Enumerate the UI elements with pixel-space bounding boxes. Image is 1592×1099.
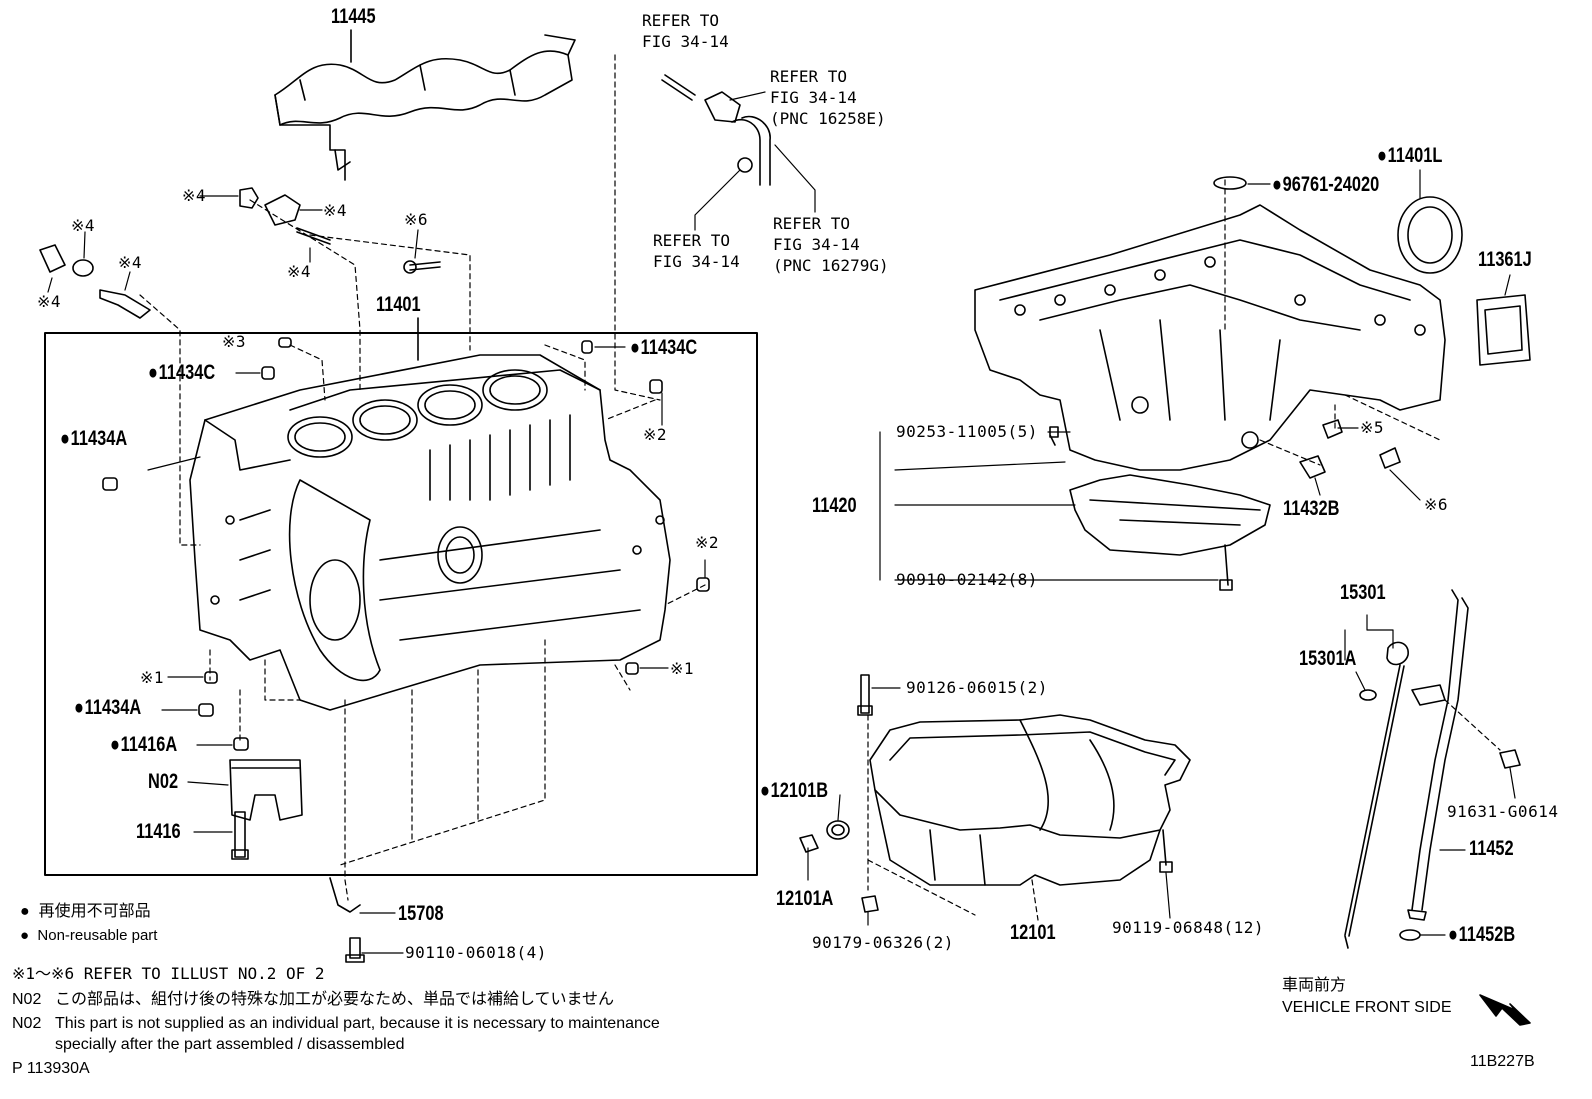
part-label-15301[interactable]: 15301	[1340, 581, 1386, 604]
oil-pan-upper-smallparts	[1213, 176, 1531, 479]
oil-pan-lower-leaders	[807, 687, 1171, 926]
ref-marker-4d: ※4	[118, 253, 143, 272]
ref-marker-4b: ※4	[323, 201, 348, 220]
part-label-91631[interactable]: 91631-G0614	[1447, 802, 1559, 821]
block-group-frame	[44, 332, 758, 876]
legend-jp-text: 再使用不可部品	[38, 903, 151, 920]
ref-marker-2a: ※2	[643, 425, 668, 444]
figure-code: 11B227B	[1470, 1053, 1535, 1070]
front-arrow-icon	[1479, 994, 1531, 1026]
oil-pan-lower-dashed	[867, 714, 1039, 921]
top-studs	[39, 187, 441, 319]
part-label-12101b[interactable]: 12101B	[760, 780, 828, 801]
dipstick-dashed	[1444, 699, 1501, 751]
part-label-11416[interactable]: 11416	[136, 820, 181, 843]
refer-to-fig-16279g[interactable]: REFER TO FIG 34-14 (PNC 16279G)	[773, 214, 889, 275]
non-reusable-dot-icon: ●	[20, 927, 30, 944]
legend-en: ● Non-reusable part	[20, 926, 157, 946]
ref-marker-3: ※3	[222, 332, 247, 351]
n02-note-en-line2: specially after the part assembled / dis…	[55, 1036, 405, 1053]
part-label-11361j[interactable]: 11361J	[1478, 248, 1532, 271]
part-label-90110[interactable]: 90110-06018(4)	[405, 943, 547, 962]
n02-note-jp: この部品は、組付け後の特殊な加工が必要なため、単品では補給していません	[55, 991, 615, 1008]
part-label-11401l[interactable]: 11401L	[1377, 145, 1443, 166]
ref-marker-1a: ※1	[140, 668, 165, 687]
insulator-11445-drawing	[274, 34, 576, 181]
oil-pan-upper-drawing	[974, 204, 1446, 591]
part-label-11452b[interactable]: 11452B	[1448, 924, 1515, 945]
vehicle-front-jp: 車両前方	[1282, 977, 1347, 994]
cylinder-block-drawing	[189, 354, 671, 711]
part-label-11434c-left[interactable]: 11434C	[148, 362, 215, 383]
non-reusable-dot-icon: ●	[20, 903, 30, 920]
part-label-11445[interactable]: 11445	[331, 5, 376, 28]
part-label-11434a-top[interactable]: 11434A	[60, 428, 127, 449]
illustration-number: P 113930A	[12, 1060, 90, 1077]
vehicle-front-en: VEHICLE FRONT SIDE	[1282, 999, 1452, 1016]
part-label-11434c-right[interactable]: 11434C	[630, 337, 697, 358]
ref-marker-4a: ※4	[182, 186, 207, 205]
part-label-90253[interactable]: 90253-11005(5)	[896, 422, 1038, 441]
block-small-parts	[102, 337, 710, 963]
part-label-15708[interactable]: 15708	[398, 902, 444, 925]
dipstick-drawing	[1344, 589, 1521, 949]
ref-marker-6a: ※6	[404, 210, 429, 229]
ref-marker-2b: ※2	[695, 533, 720, 552]
part-label-90119[interactable]: 90119-06848(12)	[1112, 918, 1264, 937]
block-leaders	[47, 195, 706, 954]
part-label-90179[interactable]: 90179-06326(2)	[812, 933, 954, 952]
part-label-n02[interactable]: N02	[148, 770, 179, 793]
n02-code-en: N02	[12, 1015, 42, 1032]
part-label-11434a-bottom[interactable]: 11434A	[74, 697, 141, 718]
refer-leaders	[694, 91, 816, 231]
oil-pan-lower-drawing	[799, 674, 1191, 913]
part-label-11420[interactable]: 11420	[812, 494, 857, 517]
part-label-90126[interactable]: 90126-06015(2)	[906, 678, 1048, 697]
oil-pan-upper-leaders	[879, 169, 1511, 581]
n02-code-jp: N02	[12, 991, 42, 1008]
refer-parts	[661, 74, 771, 186]
n02-note-en-line1: This part is not supplied as an individu…	[55, 1015, 660, 1032]
refer-to-fig-16258e[interactable]: REFER TO FIG 34-14 (PNC 16258E)	[770, 67, 886, 128]
part-label-12101[interactable]: 12101	[1010, 921, 1056, 944]
part-label-15301a[interactable]: 15301A	[1299, 647, 1357, 670]
oil-pan-upper-dashed	[1224, 179, 1441, 466]
legend-jp: ● 再使用不可部品	[20, 902, 151, 923]
part-label-90910[interactable]: 90910-02142(8)	[896, 570, 1038, 589]
ref-marker-5: ※5	[1360, 418, 1385, 437]
ref-marker-4e: ※4	[287, 262, 312, 281]
refer-to-fig-top[interactable]: REFER TO FIG 34-14	[642, 11, 729, 51]
install-dashed-lines	[139, 54, 706, 901]
part-label-11401[interactable]: 11401	[376, 293, 421, 316]
ref-marker-4f: ※4	[37, 292, 62, 311]
ref-marker-4c: ※4	[71, 216, 96, 235]
part-label-12101a[interactable]: 12101A	[776, 887, 834, 910]
ref-marker-6b: ※6	[1424, 495, 1449, 514]
dipstick-leaders	[1344, 614, 1516, 936]
part-label-11452[interactable]: 11452	[1469, 837, 1514, 860]
refer-all-note: ※1～※6 REFER TO ILLUST NO.2 OF 2	[12, 964, 325, 983]
part-label-96761[interactable]: 96761-24020	[1272, 174, 1380, 195]
ref-marker-1b: ※1	[670, 659, 695, 678]
part-label-11432b[interactable]: 11432B	[1283, 497, 1340, 520]
legend-en-text: Non-reusable part	[37, 927, 158, 944]
refer-to-fig-left[interactable]: REFER TO FIG 34-14	[653, 231, 740, 271]
part-label-11416a[interactable]: 11416A	[110, 734, 177, 755]
